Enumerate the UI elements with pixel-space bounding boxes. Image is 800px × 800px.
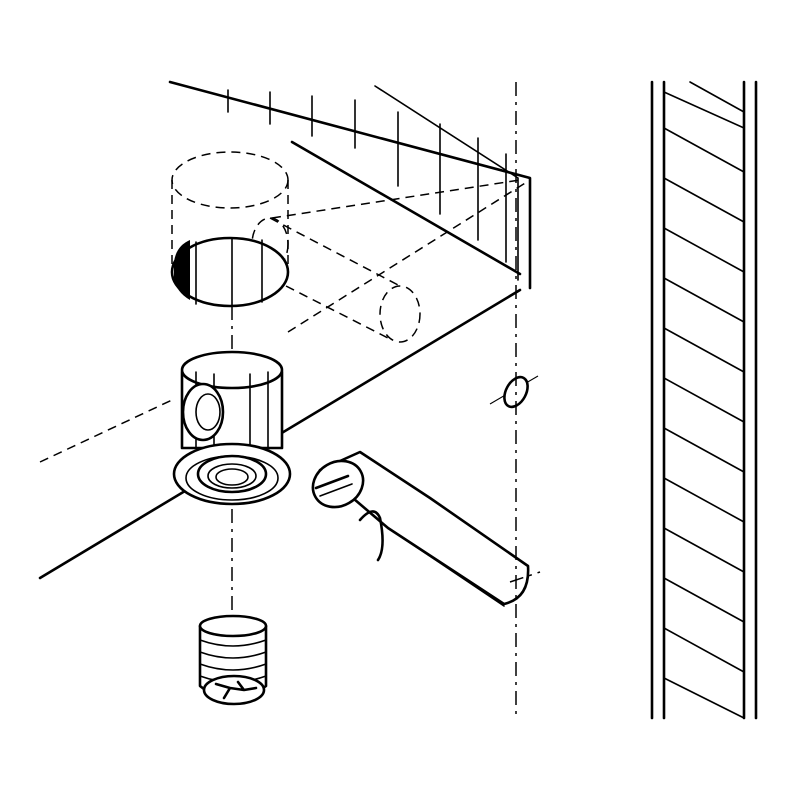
side-panel (650, 80, 758, 720)
threaded-insert (198, 614, 268, 706)
connector-housing (172, 350, 292, 506)
top-panel (38, 80, 532, 580)
connector-bolt (311, 450, 541, 607)
dowel-end (489, 375, 539, 409)
side-panel-hatch (663, 81, 745, 719)
hidden-bore (39, 151, 531, 463)
bore-opening (170, 236, 290, 308)
panel-edge-grain (227, 89, 507, 263)
